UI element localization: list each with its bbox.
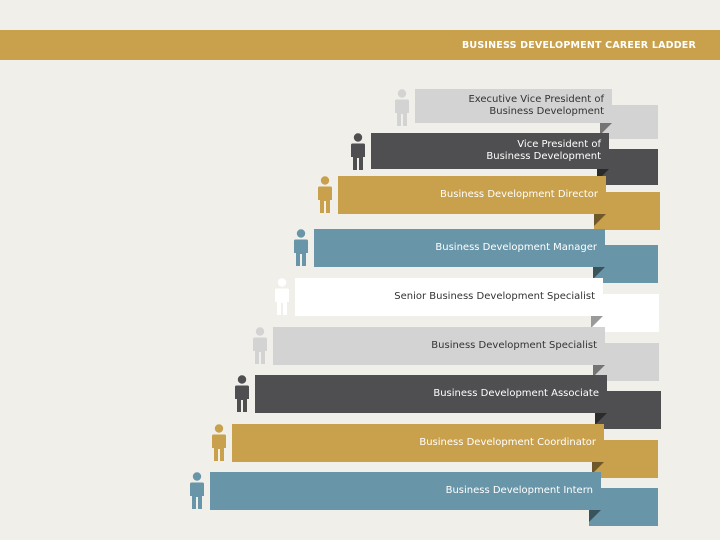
person-icon: [190, 472, 204, 514]
step-ribbon-fold: [589, 510, 601, 522]
step-ribbon: Business Development Specialist: [273, 327, 605, 365]
step-ribbon-fold: [591, 316, 603, 328]
step-ribbon: Business Development Associate: [255, 375, 607, 413]
diagram-title: BUSINESS DEVELOPMENT CAREER LADDER: [461, 40, 696, 51]
step-ribbon: Business Development Intern: [210, 472, 601, 510]
step-ribbon-fold: [592, 462, 604, 474]
step-label: Business Development Specialist: [431, 340, 597, 351]
step-ribbon-fold: [600, 123, 612, 135]
person-icon: [395, 89, 409, 131]
step-ribbon: Vice President of Business Development: [371, 133, 609, 169]
step-ribbon-fold: [593, 267, 605, 279]
step-ribbon: Business Development Coordinator: [232, 424, 604, 462]
step-label: Business Development Manager: [435, 242, 597, 253]
step-ribbon: Senior Business Development Specialist: [295, 278, 603, 316]
step-label: Business Development Associate: [433, 388, 599, 399]
person-icon: [275, 278, 289, 320]
step-ribbon-fold: [595, 413, 607, 425]
step-label: Business Development Intern: [445, 485, 593, 496]
person-icon: [253, 327, 267, 369]
step-label: Business Development Coordinator: [419, 437, 596, 448]
step-label: Vice President of Business Development: [486, 139, 601, 162]
step-ribbon-fold: [594, 214, 606, 226]
title-banner: BUSINESS DEVELOPMENT CAREER LADDER: [0, 30, 720, 60]
person-icon: [294, 229, 308, 271]
person-icon: [212, 424, 226, 466]
step-label: Executive Vice President of Business Dev…: [468, 94, 604, 117]
step-label: Senior Business Development Specialist: [394, 291, 595, 302]
person-icon: [351, 133, 365, 175]
step-ribbon-fold: [593, 365, 605, 377]
person-icon: [235, 375, 249, 417]
step-ribbon: Business Development Director: [338, 176, 606, 214]
step-ribbon: Business Development Manager: [314, 229, 605, 267]
person-icon: [318, 176, 332, 218]
step-ribbon: Executive Vice President of Business Dev…: [415, 89, 612, 123]
step-label: Business Development Director: [440, 189, 598, 200]
